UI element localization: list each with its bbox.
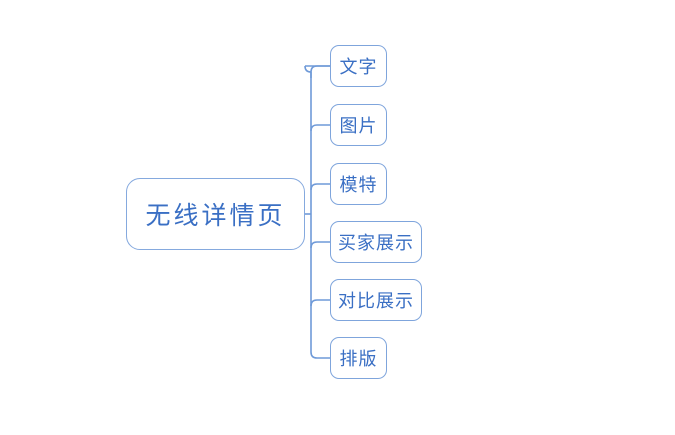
connector-elbow-5 xyxy=(310,351,330,359)
connector-elbow-4 xyxy=(310,299,330,307)
child-node-label: 模特 xyxy=(339,175,378,196)
connector-elbow-3 xyxy=(310,241,330,249)
child-node-text[interactable]: 文字 xyxy=(330,45,387,87)
connector-elbow-1 xyxy=(310,124,330,132)
root-node-label: 无线详情页 xyxy=(145,201,286,230)
connector-elbow-2 xyxy=(310,183,330,191)
child-node-label: 买家展示 xyxy=(338,233,414,254)
child-node-model[interactable]: 模特 xyxy=(330,163,387,205)
child-node-layout[interactable]: 排版 xyxy=(330,337,387,379)
child-node-label: 文字 xyxy=(339,57,378,78)
child-node-buyer-showcase[interactable]: 买家展示 xyxy=(330,221,422,263)
child-node-comparison-showcase[interactable]: 对比展示 xyxy=(330,279,422,321)
connector-elbow-0 xyxy=(310,65,330,78)
child-node-label: 图片 xyxy=(339,116,378,137)
connector-branch-0-corner xyxy=(304,65,312,73)
root-node[interactable]: 无线详情页 xyxy=(126,178,305,250)
child-node-label: 对比展示 xyxy=(338,291,414,312)
child-node-label: 排版 xyxy=(339,349,378,370)
child-node-image[interactable]: 图片 xyxy=(330,104,387,146)
